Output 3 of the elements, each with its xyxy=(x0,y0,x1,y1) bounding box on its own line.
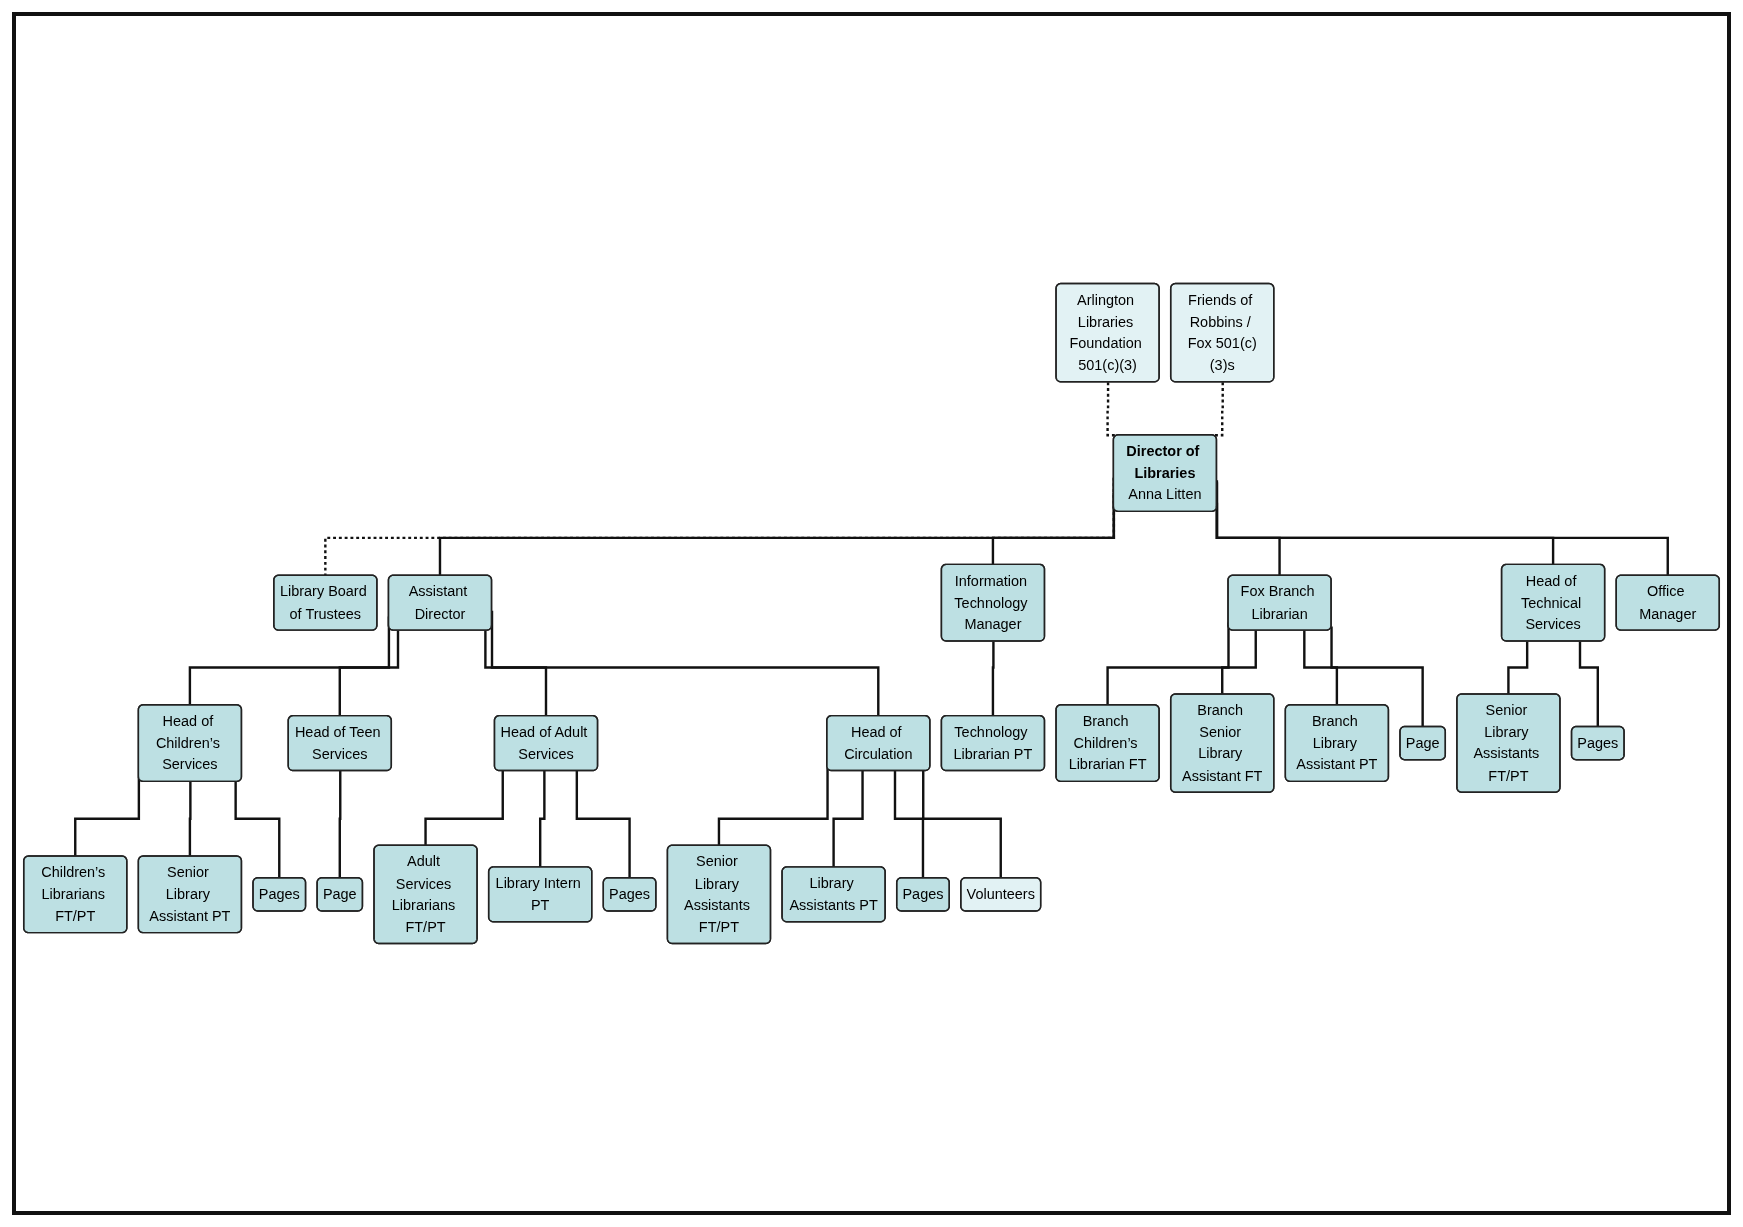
connector xyxy=(188,781,192,858)
connector xyxy=(74,777,141,858)
connector xyxy=(424,771,504,847)
